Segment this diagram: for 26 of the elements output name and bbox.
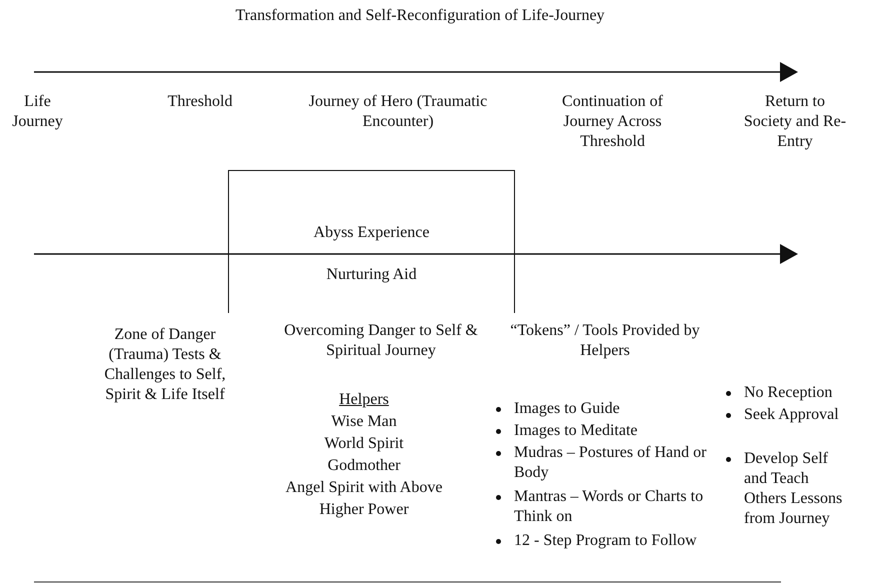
helpers-heading: Helpers: [338, 390, 390, 410]
bullet-item: Images to Meditate: [492, 421, 724, 441]
box-text: Abyss Experience: [312, 223, 430, 243]
column-text: Higher Power: [318, 500, 410, 520]
column-text: Angel Spirit with Above: [284, 478, 444, 498]
bullet-item: Seek Approval: [722, 405, 854, 425]
open-box: [228, 170, 515, 313]
bullet-item: Images to Guide: [492, 399, 724, 419]
column-text: Wise Man: [330, 412, 398, 432]
stage-label: Life Journey: [11, 92, 64, 132]
stage-label: Continuation of Journey Across Threshold: [561, 92, 664, 152]
box-text: Nurturing Aid: [325, 265, 418, 285]
column-text: Godmother: [326, 456, 402, 476]
bullet-item: 12 - Step Program to Follow: [492, 531, 724, 551]
bullet-item: Mudras – Postures of Hand or Body: [492, 443, 724, 483]
stage-label: Threshold: [166, 92, 234, 112]
stage-label: Return to Society and Re-Entry: [742, 92, 848, 152]
bullet-item: Mantras – Words or Charts to Think on: [492, 487, 724, 527]
bullet-item: No Reception: [722, 383, 873, 403]
column-text: “Tokens” / Tools Provided by Helpers: [510, 321, 700, 361]
column-text: World Spirit: [323, 434, 405, 454]
bullet-item: Develop Self and Teach Others Lessons from Journey: [722, 449, 854, 529]
heading: Transformation and Self-Reconfiguration of Life-Journey: [234, 6, 606, 26]
stage-label: Journey of Hero (Traumatic Encounter): [308, 92, 488, 132]
column-text: Overcoming Danger to Self & Spiritual Journey: [283, 321, 479, 361]
column-text: Zone of Danger (Trauma) Tests & Challenges to Self, Spirit & Life Itself: [103, 325, 227, 405]
